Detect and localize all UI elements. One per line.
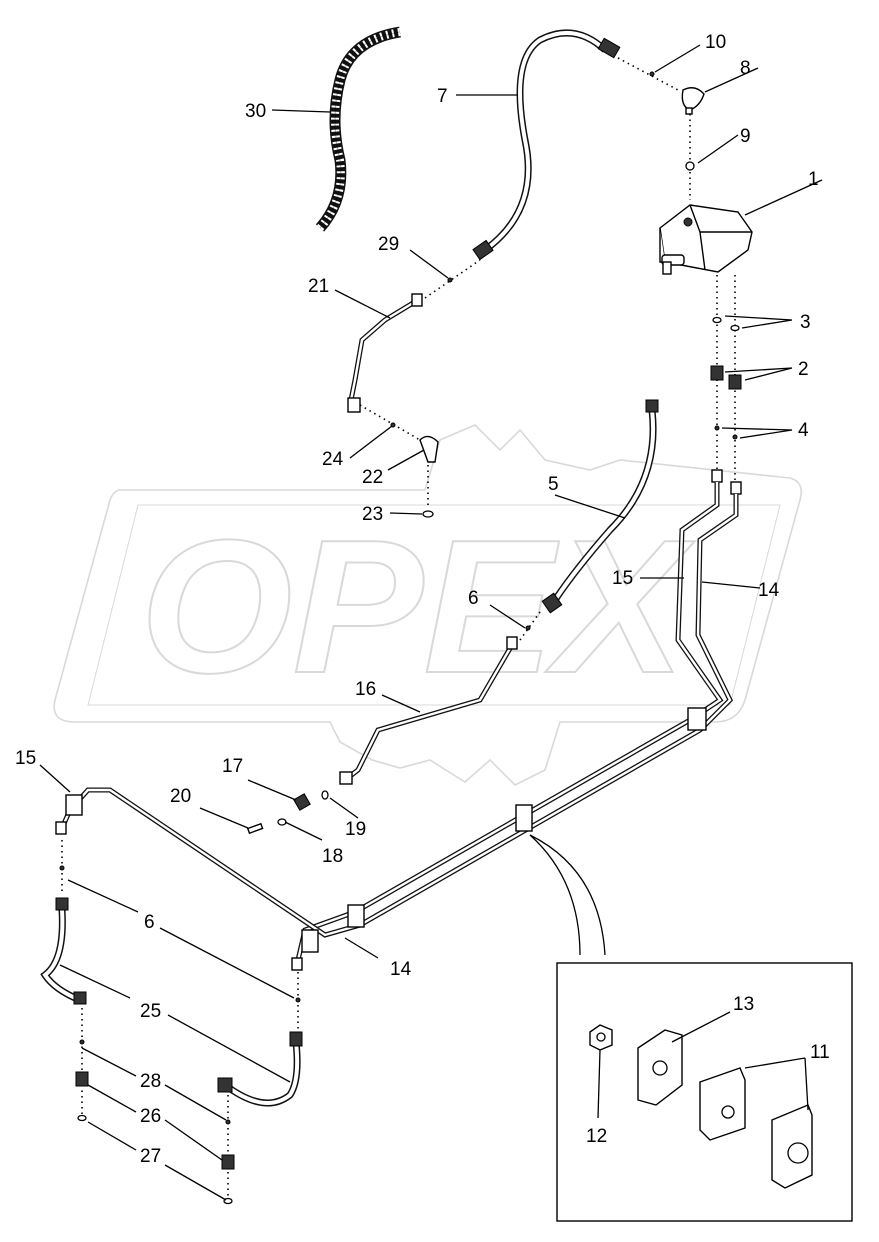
callout-26: 26 — [140, 1106, 161, 1127]
callout-8: 8 — [740, 58, 751, 79]
callout-4: 4 — [798, 420, 809, 441]
callout-6-upper: 6 — [468, 588, 479, 609]
watermark: OPEX — [53, 424, 803, 786]
steel-line-part-21 — [347, 259, 481, 518]
clamp-part-11b — [771, 1104, 813, 1189]
callout-15-lower: 15 — [15, 748, 36, 769]
callout-21: 21 — [308, 276, 329, 297]
spiral-guard-part-30 — [315, 26, 401, 232]
callout-13: 13 — [733, 994, 754, 1015]
callout-16: 16 — [355, 679, 376, 700]
callout-24: 24 — [322, 449, 344, 470]
lower-hoses-parts-25-28 — [40, 840, 303, 1205]
callout-5: 5 — [548, 474, 559, 495]
callout-30: 30 — [245, 101, 266, 122]
clamp-part-11a — [699, 1067, 746, 1141]
steel-lines-parts-14-15 — [55, 469, 742, 971]
ring-part-9 — [685, 161, 695, 171]
callout-28: 28 — [140, 1071, 161, 1092]
callout-12: 12 — [586, 1126, 607, 1147]
callout-22: 22 — [362, 467, 383, 488]
callout-20: 20 — [170, 786, 191, 807]
callout-2: 2 — [798, 359, 809, 380]
callout-14-upper: 14 — [758, 580, 780, 601]
callout-25: 25 — [140, 1001, 161, 1022]
callout-3: 3 — [800, 312, 811, 333]
callout-6-lower: 6 — [144, 912, 155, 933]
callout-18: 18 — [322, 846, 343, 867]
leader-lines — [39, 44, 823, 1201]
hose-part-7 — [472, 29, 621, 261]
callout-labels: 30 7 10 8 9 1 3 2 4 29 21 24 22 23 5 15 … — [15, 32, 830, 1167]
callout-23: 23 — [362, 504, 383, 525]
ring-part-10 — [649, 71, 655, 77]
callout-11: 11 — [810, 1042, 830, 1063]
detail-inset — [529, 834, 853, 1222]
callout-15-upper: 15 — [612, 568, 633, 589]
watermark-text: OPEX — [140, 501, 696, 713]
pump-part-1 — [659, 204, 753, 275]
elbow-part-8 — [681, 87, 705, 115]
callout-29: 29 — [378, 234, 399, 255]
steel-line-part-16 — [339, 611, 541, 785]
callout-9: 9 — [740, 126, 751, 147]
watermark-gear-outline — [53, 424, 803, 786]
small-parts-17-20 — [246, 790, 329, 835]
callout-10: 10 — [705, 32, 726, 53]
watermark-gear-inner — [87, 504, 781, 706]
hose-part-5 — [541, 399, 659, 614]
callout-7: 7 — [437, 86, 448, 107]
nut-part-12 — [589, 1024, 613, 1051]
fittings-parts-2-3-4 — [710, 275, 742, 480]
callout-19: 19 — [345, 819, 366, 840]
callout-14-lower: 14 — [390, 959, 412, 980]
plate-part-13 — [637, 1029, 683, 1106]
callout-17: 17 — [222, 756, 243, 777]
callout-27: 27 — [140, 1146, 161, 1167]
callout-1: 1 — [808, 169, 819, 190]
